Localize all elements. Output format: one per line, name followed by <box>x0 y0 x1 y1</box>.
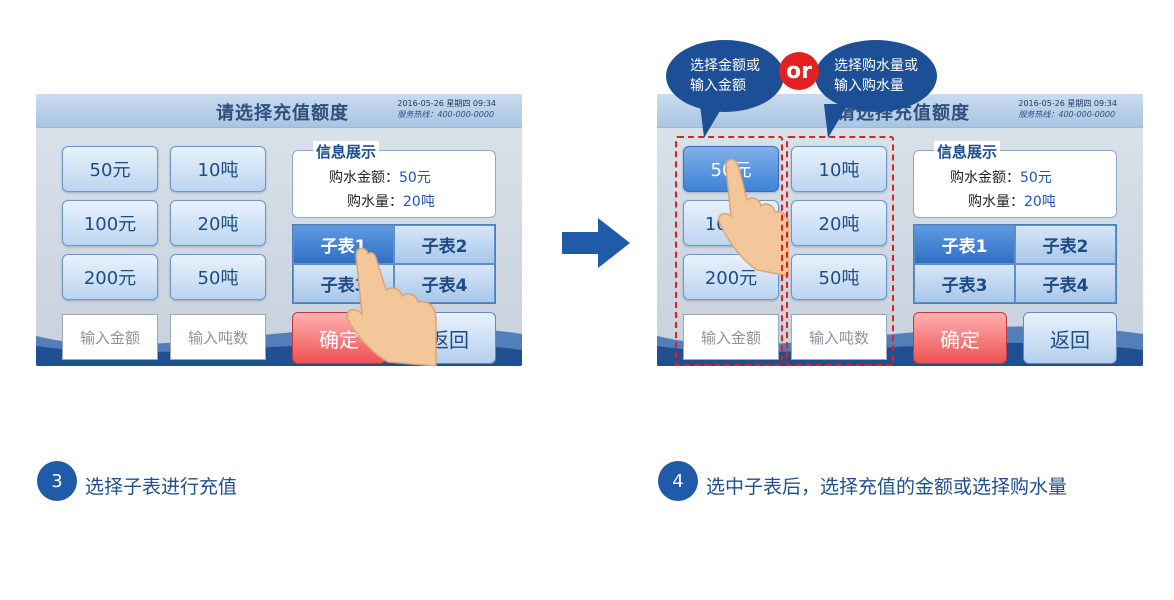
amount-button-200[interactable]: 200元 <box>62 254 158 300</box>
date-text: 2016-05-26 星期四 09:34 <box>1018 99 1117 108</box>
amount-input[interactable]: 输入金额 <box>62 314 158 360</box>
or-badge: or <box>779 52 819 90</box>
meter-button-4[interactable]: 子表4 <box>394 264 495 303</box>
back-button[interactable]: 返回 <box>1023 312 1117 364</box>
meter-button-1[interactable]: 子表1 <box>293 225 394 264</box>
info-amount-label: 购水金额： <box>329 170 399 186</box>
amount-hint-text: 选择金额或 输入金额 <box>690 58 760 94</box>
volume-hint-bubble: 选择购水量或 输入购水量 <box>815 40 937 112</box>
kiosk-screen-step3: 请选择充值额度 2016-05-26 星期四 09:34 服务热线：400-00… <box>36 94 522 366</box>
tons-input[interactable]: 输入吨数 <box>791 314 887 360</box>
meter-grid: 子表1 子表2 子表3 子表4 <box>292 224 496 304</box>
info-amount-label: 购水金额： <box>950 170 1020 186</box>
screen-datetime: 2016-05-26 星期四 09:34 服务热线：400-000-0000 <box>397 98 496 120</box>
step-3-badge: 3 <box>37 461 77 501</box>
ton-button-50[interactable]: 50吨 <box>791 254 887 300</box>
step-4-badge: 4 <box>658 461 698 501</box>
info-volume-row: 购水量：20吨 <box>347 191 435 211</box>
meter-button-3[interactable]: 子表3 <box>914 264 1015 303</box>
meter-button-1[interactable]: 子表1 <box>914 225 1015 264</box>
meter-button-3[interactable]: 子表3 <box>293 264 394 303</box>
confirm-button[interactable]: 确定 <box>913 312 1007 364</box>
meter-button-4[interactable]: 子表4 <box>1015 264 1116 303</box>
hotline-text: 服务热线：400-000-0000 <box>1018 110 1116 119</box>
step-3-text: 选择子表进行充值 <box>85 476 238 498</box>
amount-group-highlight <box>675 136 783 366</box>
date-text: 2016-05-26 星期四 09:34 <box>397 99 496 108</box>
confirm-button[interactable]: 确定 <box>292 312 386 364</box>
info-amount-row: 购水金额：50元 <box>950 167 1052 187</box>
ton-button-20[interactable]: 20吨 <box>170 200 266 246</box>
info-panel: 信息展示 购水金额：50元 购水量：20吨 <box>292 141 496 218</box>
screen-header: 请选择充值额度 2016-05-26 星期四 09:34 服务热线：400-00… <box>36 94 522 128</box>
screen-datetime: 2016-05-26 星期四 09:34 服务热线：400-000-0000 <box>1018 98 1117 120</box>
ton-button-20[interactable]: 20吨 <box>791 200 887 246</box>
volume-hint-text: 选择购水量或 输入购水量 <box>834 58 918 94</box>
back-button[interactable]: 返回 <box>402 312 496 364</box>
bubble-tail-left <box>700 104 724 138</box>
info-volume-value: 20吨 <box>403 194 435 210</box>
tons-input[interactable]: 输入吨数 <box>170 314 266 360</box>
amount-button-50[interactable]: 50元 <box>62 146 158 192</box>
ton-button-10[interactable]: 10吨 <box>791 146 887 192</box>
info-amount-value: 50元 <box>399 170 431 186</box>
info-volume-value: 20吨 <box>1024 194 1056 210</box>
ton-button-50[interactable]: 50吨 <box>170 254 266 300</box>
info-amount-row: 购水金额：50元 <box>329 167 431 187</box>
info-amount-value: 50元 <box>1020 170 1052 186</box>
amount-hint-bubble: 选择金额或 输入金额 <box>666 40 784 112</box>
hotline-text: 服务热线：400-000-0000 <box>397 110 495 119</box>
next-step-arrow-icon <box>562 218 630 268</box>
amount-input[interactable]: 输入金额 <box>683 314 779 360</box>
info-volume-row: 购水量：20吨 <box>968 191 1056 211</box>
ton-button-10[interactable]: 10吨 <box>170 146 266 192</box>
bubble-tail-right <box>824 104 848 138</box>
amount-button-100[interactable]: 100元 <box>62 200 158 246</box>
info-title: 信息展示 <box>313 141 380 162</box>
screen-title: 请选择充值额度 <box>216 103 349 124</box>
meter-button-2[interactable]: 子表2 <box>1015 225 1116 264</box>
meter-button-2[interactable]: 子表2 <box>394 225 495 264</box>
info-panel: 信息展示 购水金额：50元 购水量：20吨 <box>913 141 1117 218</box>
info-volume-label: 购水量： <box>968 194 1024 210</box>
step-4-text: 选中子表后，选择充值的金额或选择购水量 <box>706 476 1068 498</box>
info-title: 信息展示 <box>934 141 1001 162</box>
tons-group-highlight <box>786 136 894 366</box>
meter-grid: 子表1 子表2 子表3 子表4 <box>913 224 1117 304</box>
info-volume-label: 购水量： <box>347 194 403 210</box>
